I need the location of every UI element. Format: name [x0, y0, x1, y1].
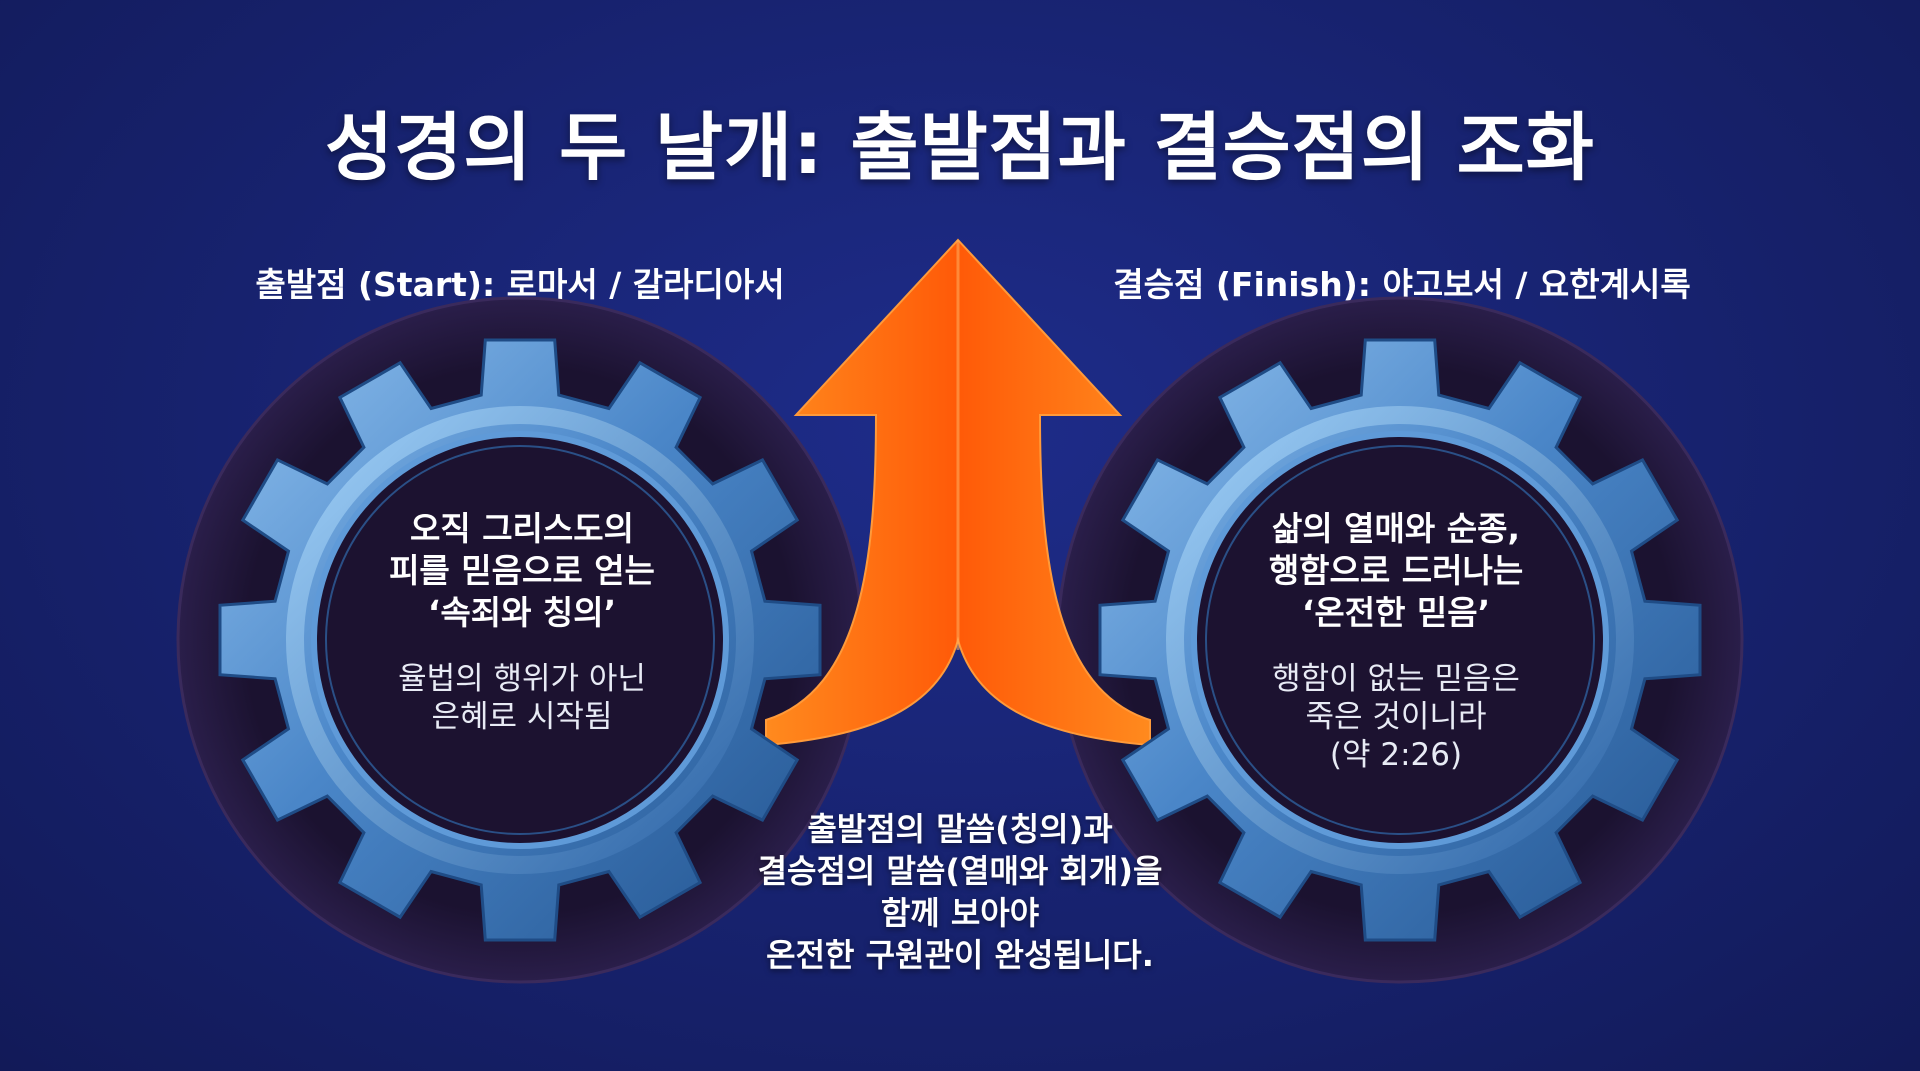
gear-ring	[286, 406, 754, 874]
conclusion-line: 결승점의 말씀(열매와 회개)을	[757, 852, 1163, 890]
finish-sub-line: 죽은 것이니라	[1305, 699, 1487, 735]
finish-main-line: 행함으로 드러나는	[1268, 551, 1524, 590]
gear-inner-line	[325, 445, 715, 835]
start-main-line: 오직 그리스도의	[409, 509, 634, 548]
conclusion-line: 온전한 구원관이 완성됩니다.	[766, 936, 1154, 974]
finish-main-line: 삶의 열매와 순종,	[1271, 509, 1521, 548]
right-gear-icon	[1098, 338, 1702, 942]
finish-sub-line: (약 2:26)	[1329, 737, 1463, 773]
conclusion-text: 출발점의 말씀(칭의)과 결승점의 말씀(열매와 회개)을 함께 보아야 온전한…	[700, 808, 1220, 976]
start-sub-line: 은혜로 시작됨	[431, 699, 613, 735]
left-gear-icon	[218, 338, 822, 942]
finish-main-line: ‘온전한 믿음’	[1301, 593, 1491, 632]
gear-center	[311, 431, 729, 849]
gear-inner-line	[1205, 445, 1595, 835]
start-gear-text: 오직 그리스도의 피를 믿음으로 얻는 ‘속죄와 칭의’ 율법의 행위가 아닌 …	[312, 508, 732, 736]
gear-ring	[1166, 406, 1634, 874]
gear-center	[1191, 431, 1609, 849]
finish-gear-text: 삶의 열매와 순종, 행함으로 드러나는 ‘온전한 믿음’ 행함이 없는 믿음은…	[1186, 508, 1606, 774]
start-main-line: 피를 믿음으로 얻는	[389, 551, 655, 590]
start-main-line: ‘속죄와 칭의’	[427, 593, 617, 632]
finish-sub-line: 행함이 없는 믿음은	[1272, 661, 1520, 697]
conclusion-line: 출발점의 말씀(칭의)과	[807, 810, 1113, 848]
merging-up-arrow-icon	[765, 238, 1151, 790]
conclusion-line: 함께 보아야	[880, 894, 1040, 932]
start-sub-line: 율법의 행위가 아닌	[398, 661, 646, 697]
page-title: 성경의 두 날개: 출발점과 결승점의 조화	[325, 105, 1595, 191]
